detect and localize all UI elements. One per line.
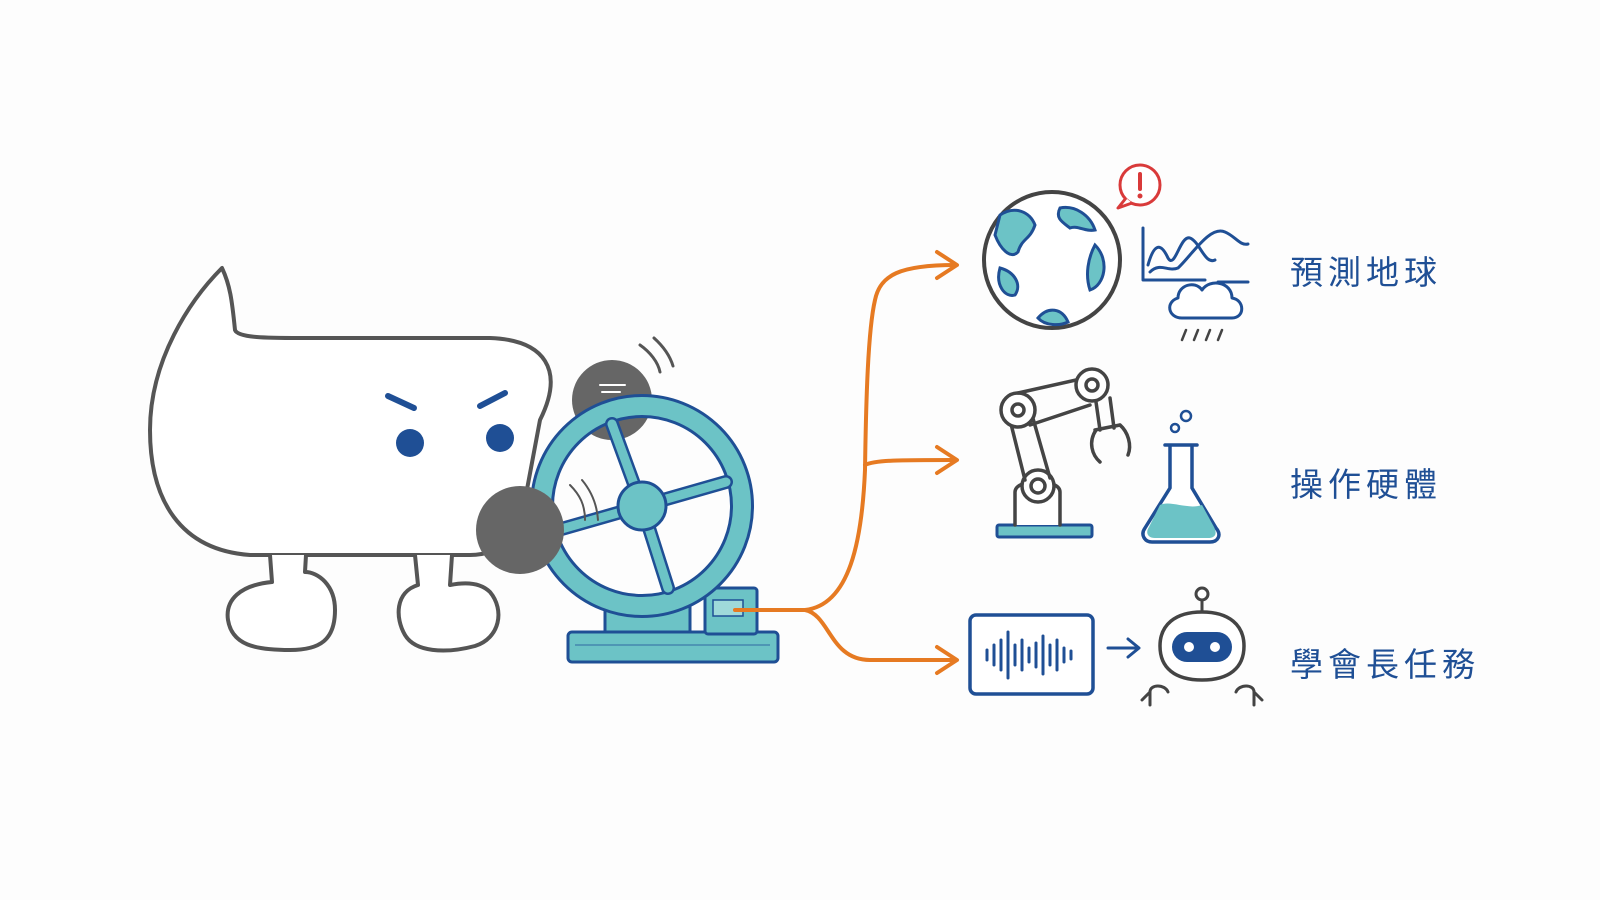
audio-wave-box-icon [968, 613, 1095, 696]
flask-icon [1141, 409, 1221, 544]
right-eye [486, 424, 514, 452]
output-label-operate-hardware: 操作硬體 [1290, 465, 1442, 504]
character-body [148, 266, 553, 557]
wheel-machine [476, 394, 780, 664]
fist-highlight [599, 384, 626, 393]
arrow-to-earth [803, 263, 957, 612]
robot-arm-icon [995, 367, 1132, 539]
line-graph-icon [1141, 226, 1250, 284]
waveform-icon [985, 630, 1073, 680]
branch-arrows [733, 250, 959, 675]
globe-weather-icon [982, 163, 1250, 342]
arrow-right-icon [1106, 637, 1141, 659]
output-label-predict-earth: 預測地球 [1290, 253, 1442, 292]
left-eye [396, 429, 424, 457]
arrow-to-earth-head [935, 250, 959, 280]
alert-bubble-icon [1116, 163, 1162, 210]
motion-lines [638, 336, 675, 374]
robot-arm-flask-icon [995, 367, 1221, 544]
arrow-to-learn [803, 608, 957, 662]
lower-fist [476, 486, 564, 574]
wheel-hub [616, 480, 668, 532]
machine-base [566, 630, 780, 664]
arrow-to-hardware [863, 458, 957, 467]
rain-cloud-icon [1168, 281, 1244, 342]
fist-motion-lines [569, 479, 599, 521]
robot-head-icon [1140, 586, 1264, 707]
audio-to-robot-icon [968, 586, 1264, 707]
arrow-to-learn-head [935, 645, 959, 675]
right-foot [396, 554, 501, 653]
right-eyebrow [477, 390, 508, 409]
left-eyebrow [385, 393, 417, 411]
output-label-learn-long-tasks: 學會長任務 [1290, 645, 1480, 684]
arrow-to-hardware-head [935, 445, 959, 475]
left-foot [225, 554, 337, 652]
